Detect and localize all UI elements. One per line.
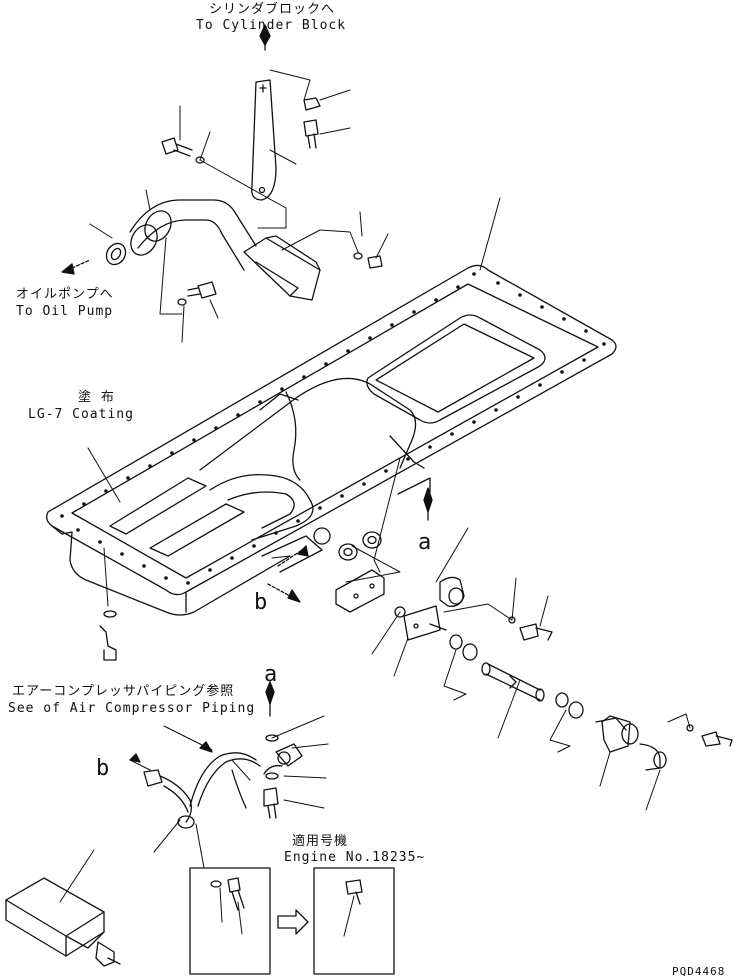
- label-oil-pump-en: To Oil Pump: [16, 304, 114, 319]
- bolts: [99, 97, 733, 911]
- label-coating-en: LG-7 Coating: [28, 407, 134, 422]
- label-applicable-jp: 適用号機: [292, 834, 349, 849]
- dipstick-guide: [5, 877, 121, 967]
- breather-assembly: [394, 576, 694, 771]
- label-cylinder-block-jp: シリンダブロックへ: [209, 2, 336, 17]
- label-coating-jp: 塗 布: [78, 390, 115, 405]
- flange-bolt-holes: [60, 272, 606, 585]
- callout-a-bottom: a: [264, 662, 278, 687]
- sensor-harness: [143, 743, 303, 829]
- label-air-comp-jp: エアーコンプレッサパイピング参照: [12, 684, 235, 699]
- callout-b-bottom: b: [96, 756, 110, 781]
- suction-tube-assembly: [105, 79, 363, 306]
- label-applicable-en: Engine No.18235~: [284, 850, 426, 865]
- callout-a-top: a: [418, 530, 432, 555]
- label-cylinder-block-en: To Cylinder Block: [196, 18, 347, 33]
- inset-boxes: [189, 867, 395, 975]
- drawing-number: PQD4468: [672, 965, 726, 978]
- label-air-comp-en: See of Air Compressor Piping: [8, 701, 256, 716]
- callout-b-top: b: [254, 590, 268, 615]
- oil-pan: [46, 264, 617, 616]
- arrows: [61, 24, 433, 763]
- label-oil-pump-jp: オイルポンプへ: [16, 287, 114, 302]
- leader-lines: [59, 69, 691, 937]
